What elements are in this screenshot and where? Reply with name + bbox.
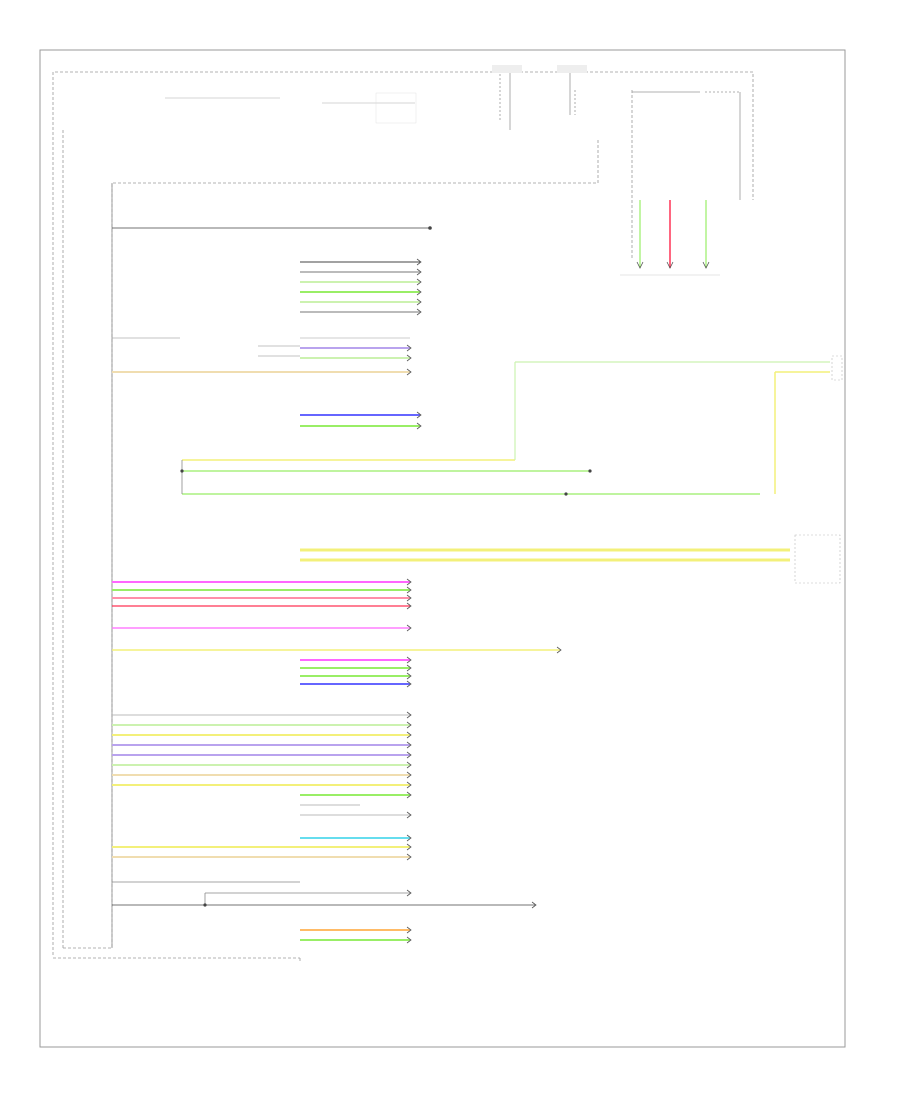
top-labels (165, 92, 417, 124)
right-connectors (794, 355, 843, 584)
wire-bundles (112, 226, 830, 941)
diagram-frame (39, 49, 846, 1048)
top-splice (492, 65, 587, 130)
top-right-branch (620, 90, 741, 276)
junction-dots (180, 469, 592, 907)
arrowheads (406, 258, 562, 944)
dashed-bus (52, 71, 754, 962)
